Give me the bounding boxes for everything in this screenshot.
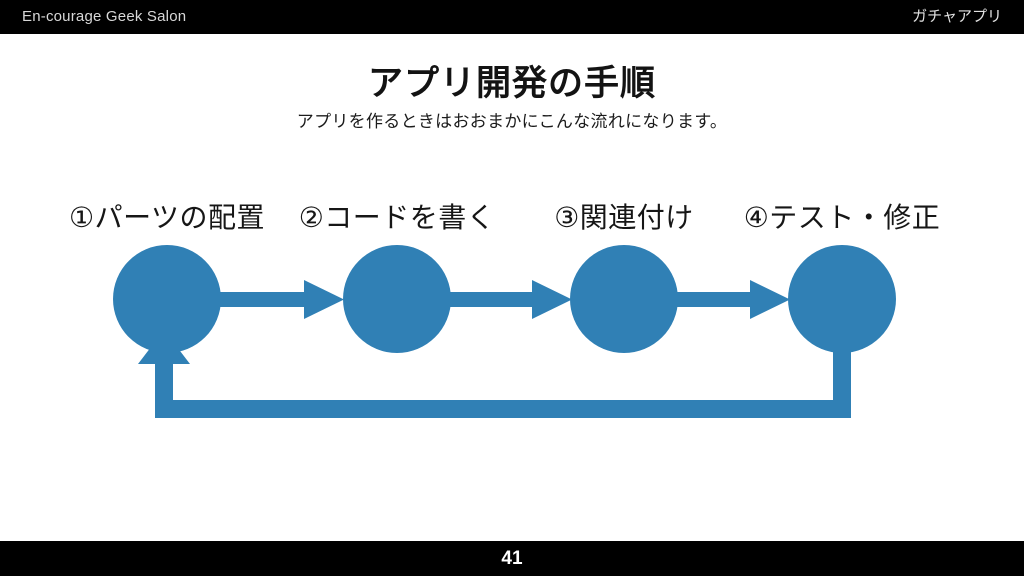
top-header-bar <box>0 0 1024 34</box>
arrow-2-to-3 <box>448 280 572 319</box>
step-node-2 <box>343 245 451 353</box>
arrow-3-to-4 <box>675 280 790 319</box>
step-node-1 <box>113 245 221 353</box>
step-label-3: ③関連付け <box>554 202 694 233</box>
step-label-4: ④テスト・修正 <box>743 202 941 233</box>
step-label-2: ②コードを書く <box>298 202 496 233</box>
chapter-title: ガチャアプリ <box>912 8 1002 25</box>
step-node-4 <box>788 245 896 353</box>
page-subtitle: アプリを作るときはおおまかにこんな流れになります。 <box>296 112 728 131</box>
flow-graphics <box>113 245 896 418</box>
step-node-3 <box>570 245 678 353</box>
step-label-1: ①パーツの配置 <box>68 202 266 233</box>
arrow-1-to-2 <box>218 280 344 319</box>
bottom-footer-bar <box>0 541 1024 576</box>
process-flow-diagram: ①パーツの配置 ②コードを書く ③関連付け ④テスト・修正 <box>0 180 1024 440</box>
brand-title: En-courage Geek Salon <box>22 8 187 25</box>
page-title: アプリ開発の手順 <box>367 64 656 103</box>
page-number: 41 <box>501 548 523 569</box>
loopback-arrow-4-to-1 <box>138 320 851 418</box>
